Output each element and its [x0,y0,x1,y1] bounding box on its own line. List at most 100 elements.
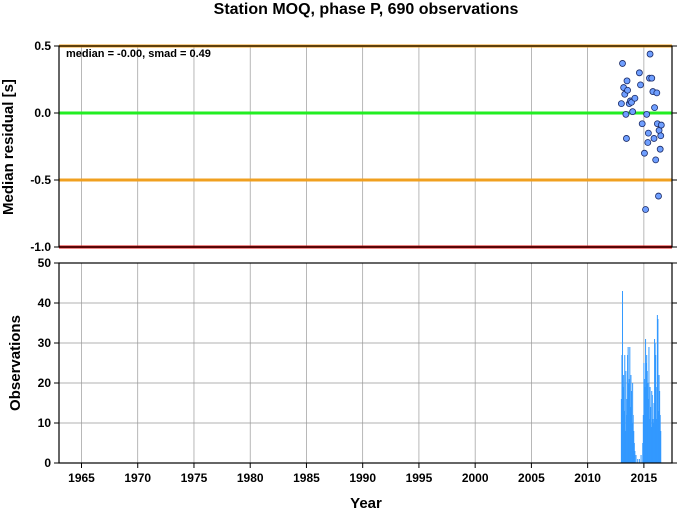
residual-grid [81,46,645,247]
observation-bar [643,363,645,463]
observation-bar [640,455,642,463]
residual-point [655,192,662,200]
observation-bar [627,347,629,463]
observation-bar [621,355,623,463]
residual-point [656,145,664,153]
observation-bar [646,371,648,463]
observation-bar [623,375,625,463]
residual-point [651,104,658,112]
residual-point [657,121,665,129]
observation-bar [654,343,656,463]
residual-point [646,50,654,58]
observation-bar [657,319,659,463]
observation-bar [656,419,658,463]
residual-point [622,110,630,118]
observation-bar [633,443,635,463]
observation-bar [649,419,651,463]
residual-point [642,206,649,213]
observations-y-tick-label: 50 [38,256,52,270]
observation-bar [631,423,633,463]
year-x-tick-label: 1975 [181,471,208,485]
observation-bar [647,383,649,463]
residual-point [638,120,646,128]
residual-y-tick-label: 0.5 [34,39,51,53]
residual-y-tick-label: -1.0 [30,240,51,254]
residual-y-tick-label: -0.5 [30,173,51,187]
observation-bar [638,459,640,463]
observation-bar [652,419,654,463]
year-x-tick-label: 2010 [574,471,601,485]
observation-bar [642,443,644,463]
observation-bar [659,391,661,463]
observation-bar [630,375,632,463]
residual-point [637,81,644,89]
observations-panel-frame [58,262,673,464]
observation-bar [650,407,652,463]
median-smad-annotation: median = -0.00, smad = 0.49 [66,48,211,60]
observation-bar [624,431,626,463]
observations-grid [59,262,672,464]
residual-point [644,129,652,137]
residual-point [641,149,648,157]
residual-point [644,139,652,146]
residual-reference-lines [59,44,672,249]
residual-points [617,50,665,213]
observations-y-tick-label: 20 [38,376,52,390]
observation-bar [622,291,624,463]
residual-point [657,132,665,140]
observation-bar [624,355,626,463]
residual-panel-frame [58,45,673,248]
year-x-tick-label: 1995 [406,471,433,485]
residual-panel: 0.5 0.0 -0.5 -1.0 median = -0.00, smad = 0.… [0,39,677,254]
residual-y-ticks: 0.5 0.0 -0.5 -1.0 [30,39,677,254]
observation-bar [648,347,650,463]
observation-bar [647,399,649,463]
observation-bar [651,391,653,463]
observation-bar [658,375,660,463]
observations-y-tick-label: 0 [44,456,51,470]
observation-bar [650,427,652,463]
year-x-tick-label: 1970 [124,471,151,485]
residual-y-axis-label: Median residual [s] [0,79,17,215]
observations-y-tick-label: 40 [38,296,52,310]
observation-bar [632,415,634,463]
observation-bar [642,415,644,463]
observation-bar [658,411,660,463]
observations-bars [620,291,662,463]
residual-point [629,108,637,116]
observation-bar [632,383,634,463]
observation-bar [633,431,635,463]
year-x-tick-label: 2000 [462,471,489,485]
observation-bar [627,355,629,463]
residual-point [650,135,658,142]
observation-bar [628,383,630,463]
residual-point [652,156,660,164]
residual-point [631,94,639,102]
observation-bar [631,391,633,463]
observation-bar [625,415,627,463]
year-x-tick-label: 2015 [631,471,658,485]
observation-bar [652,423,654,463]
observation-bar [649,387,651,463]
year-x-axis-label: Year [350,495,382,511]
residual-y-tick-label: 0.0 [34,106,51,120]
observation-bar [659,415,661,463]
residual-point [635,69,643,77]
observation-bar [622,387,624,463]
residual-point [623,135,630,142]
observation-bar [629,407,631,463]
residual-point [648,74,656,82]
observation-bar [651,395,653,463]
observation-bar [634,451,636,463]
residual-point [623,77,631,85]
observations-y-tick-label: 30 [38,336,52,350]
observation-bar [625,371,627,463]
observations-y-axis-label: Observations [7,315,24,411]
residual-point [643,110,651,118]
observation-bar [620,399,622,463]
observation-bar [628,379,630,463]
year-x-tick-label: 2005 [518,471,545,485]
